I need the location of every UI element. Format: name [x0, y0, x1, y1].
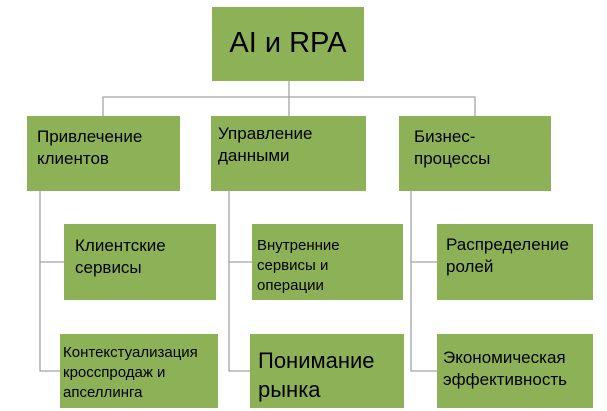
node-label-line: апселлинга [63, 383, 143, 401]
node-internal-services: Внутренние сервисы и операции [252, 224, 403, 300]
node-label-line: ролей [446, 257, 494, 277]
node-market-understanding: Понимание рынка [250, 334, 404, 408]
connector-process-children [410, 191, 437, 372]
node-label-line: клиентов [37, 149, 109, 169]
node-data-management: Управление данными [211, 116, 366, 191]
node-label-line: Понимание [258, 348, 375, 373]
root-node-label: AI и RPA [229, 26, 347, 59]
node-label-line: Распределение [446, 235, 569, 254]
node-label-line: эффективность [443, 370, 568, 390]
node-label-line: сервисы [75, 258, 142, 278]
root-node: AI и RPA [212, 7, 364, 81]
node-economic-efficiency: Экономическая эффективность [437, 334, 593, 408]
node-label-line: рынка [258, 377, 321, 403]
node-label-line: Привлечение [37, 127, 143, 146]
node-contextualization: Контекстуализация кросспродаж и апселлин… [60, 334, 218, 408]
node-label-line: Управление [218, 124, 313, 143]
node-attract-clients: Привлечение клиентов [27, 116, 180, 191]
node-label-line: Клиентские [75, 236, 166, 255]
node-business-processes: Бизнес- процессы [399, 116, 551, 191]
node-label-line: кросспродаж и [63, 363, 166, 381]
node-label-line: данными [218, 146, 290, 166]
node-role-distribution: Распределение ролей [437, 224, 593, 300]
node-label-line: Экономическая [443, 348, 566, 367]
node-label-line: операции [257, 276, 324, 294]
connector-data-children [228, 191, 252, 372]
node-label-line: Бизнес- [414, 127, 476, 146]
connector-attract-children [39, 191, 64, 372]
node-label-line: сервисы и [257, 256, 329, 274]
node-label-line: Внутренние [257, 237, 340, 254]
node-label-line: процессы [414, 149, 491, 169]
node-label-line: Контекстуализация [63, 344, 198, 361]
node-client-services: Клиентские сервисы [64, 224, 216, 300]
connector-root-to-branches [102, 81, 476, 116]
